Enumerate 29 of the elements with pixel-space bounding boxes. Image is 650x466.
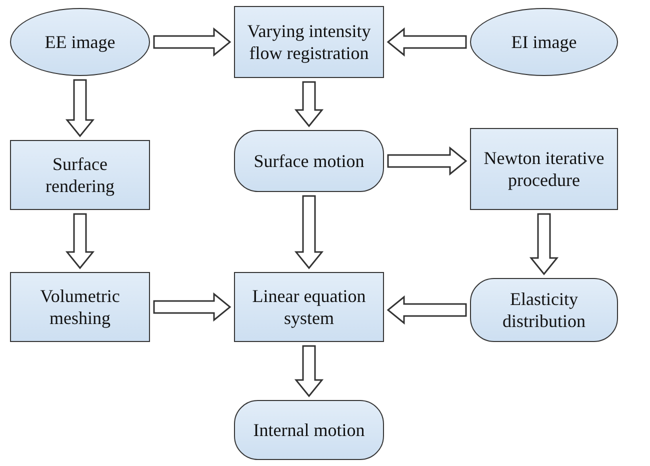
process-box — [470, 128, 618, 210]
rounded-box — [470, 278, 618, 342]
process-box — [10, 140, 150, 210]
node-label: Volumetric meshing — [39, 284, 121, 330]
node-label: Surface rendering — [44, 152, 116, 198]
node-label: Elasticity distribution — [501, 288, 586, 332]
node-label: EE image — [44, 30, 116, 54]
process-box — [10, 272, 150, 342]
block-arrow — [294, 345, 324, 398]
node-label: Surface motion — [254, 150, 364, 172]
block-arrow — [294, 195, 324, 270]
block-arrow — [153, 292, 232, 322]
process-box — [234, 272, 384, 342]
node-label: EI image — [511, 30, 577, 54]
node-label: Internal motion — [253, 418, 365, 442]
block-arrow — [386, 27, 467, 57]
block-arrow — [529, 213, 559, 276]
rounded-box — [234, 400, 384, 460]
block-arrow — [294, 81, 324, 128]
block-arrow — [386, 295, 467, 325]
node-label: Varying intensity flow registration — [246, 20, 372, 64]
block-arrow — [387, 146, 468, 176]
node-label: Newton iterative procedure — [482, 146, 606, 192]
block-arrow — [153, 27, 232, 57]
block-arrow — [65, 213, 95, 270]
node-label: Linear equation system — [251, 284, 367, 330]
rounded-box — [234, 130, 384, 192]
block-arrow — [65, 79, 95, 138]
process-box — [234, 6, 384, 78]
